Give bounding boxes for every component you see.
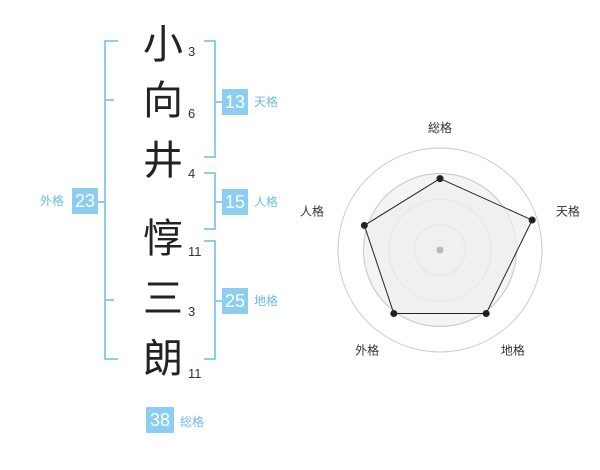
jinkaku-bracket-bottom: [204, 228, 216, 230]
soukaku-label: 総格: [180, 415, 205, 429]
radar-center-dot: [436, 246, 444, 254]
radar-point-2: [528, 216, 536, 224]
radar-point-5: [360, 221, 368, 229]
tenkaku-value: 13: [222, 89, 248, 115]
chikaku-value: 25: [222, 288, 248, 314]
tenkaku-connector: [215, 101, 222, 103]
stroke-count-1: 3: [188, 44, 196, 59]
gaikaku-value: 23: [72, 188, 98, 214]
gaikaku-label: 外格: [40, 194, 65, 208]
name-char-2: 向: [143, 78, 183, 124]
gaikaku-bracket-vertical: [104, 40, 106, 360]
radar-polygon: [363, 178, 533, 315]
name-char-5: 三: [143, 276, 183, 322]
gaikaku-connector: [98, 201, 105, 203]
name-char-4: 惇: [143, 216, 183, 262]
tenkaku-label: 天格: [254, 95, 279, 109]
name-char-1: 小: [143, 22, 183, 68]
stroke-count-2: 6: [188, 106, 196, 121]
gaikaku-bracket-tick-1: [104, 99, 114, 101]
chikaku-connector: [215, 300, 222, 302]
tenkaku-bracket-bottom: [204, 156, 216, 158]
chikaku-bracket-top: [204, 240, 216, 242]
radar-axis-label-5: 人格: [300, 204, 324, 219]
stroke-count-6: 11: [188, 366, 202, 381]
radar-axis-label-3: 地格: [501, 342, 525, 357]
radar-axis-label-1: 総格: [428, 120, 452, 135]
chikaku-label: 地格: [254, 294, 279, 308]
stroke-count-3: 4: [188, 166, 196, 181]
stroke-count-5: 3: [188, 304, 196, 319]
stroke-count-4: 11: [188, 244, 202, 259]
jinkaku-value: 15: [222, 189, 248, 215]
radar-point-3: [482, 310, 490, 318]
soukaku-value: 38: [146, 407, 174, 433]
jinkaku-label: 人格: [254, 195, 279, 209]
gaikaku-bracket-bottom: [104, 358, 118, 360]
radar-axis-label-4: 外格: [355, 342, 379, 357]
name-char-6: 朗: [143, 336, 183, 382]
jinkaku-connector: [215, 201, 222, 203]
radar-axis-label-2: 天格: [556, 204, 580, 219]
tenkaku-bracket-top: [204, 40, 216, 42]
chikaku-bracket-bottom: [204, 358, 216, 360]
radar-point-1: [436, 175, 444, 183]
tenkaku-bracket-vertical: [214, 40, 216, 158]
name-char-3: 井: [143, 138, 183, 184]
gaikaku-bracket-tick-2: [104, 299, 114, 301]
jinkaku-bracket-top: [204, 172, 216, 174]
radar-point-4: [390, 310, 398, 318]
gaikaku-bracket-top: [104, 40, 118, 42]
